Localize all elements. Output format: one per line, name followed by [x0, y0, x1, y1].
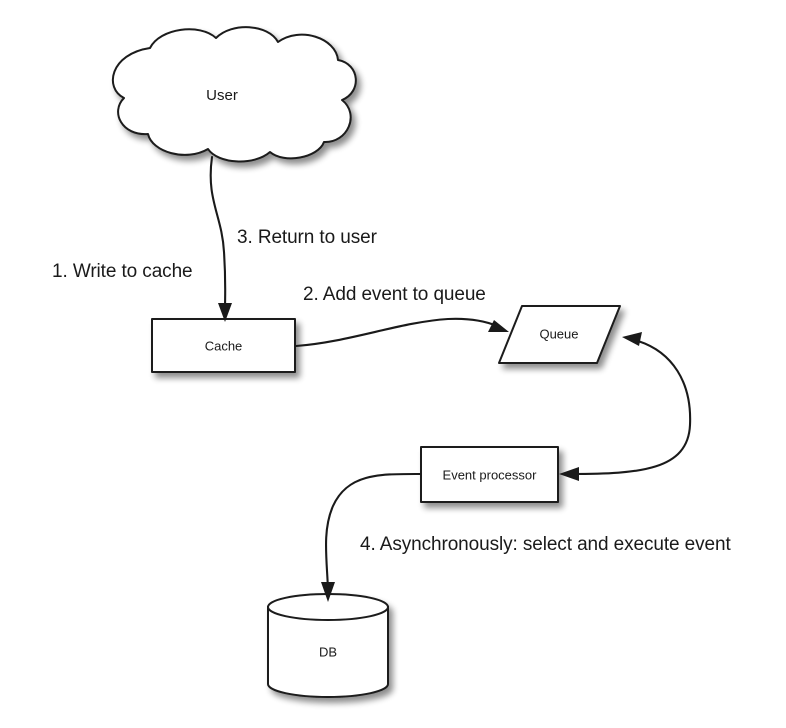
edge-user-to-cache [209, 155, 232, 322]
edge-event-processor-to-queue [559, 332, 692, 481]
event-processor-shape [420, 446, 559, 503]
node-cache-label: Cache [205, 338, 243, 353]
cache-shape [151, 318, 296, 373]
db-cylinder-body [267, 606, 389, 698]
edge-cache-to-queue [294, 317, 509, 348]
edge-label-step-2: 2. Add event to queue [303, 284, 486, 305]
edge-event-processor-to-queue-line [569, 339, 692, 476]
edge-label-step-3: 3. Return to user [237, 227, 377, 248]
queue-shape [498, 305, 621, 364]
edge-event-processor-to-db [321, 472, 422, 602]
node-event-processor[interactable] [420, 446, 559, 503]
node-db-label: DB [319, 644, 337, 659]
edge-user-to-cache-line [209, 155, 227, 313]
edge-event-processor-to-queue-arrowhead [622, 332, 642, 346]
node-db[interactable] [267, 593, 389, 698]
edge-user-to-cache-arrowhead [218, 303, 232, 322]
edge-event-processor-to-db-arrowhead [321, 582, 335, 602]
edge-label-step-4: 4. Asynchronously: select and execute ev… [360, 534, 731, 555]
node-queue-label: Queue [539, 326, 578, 341]
node-event-processor-label: Event processor [443, 467, 538, 482]
node-user-label: User [206, 87, 238, 104]
node-queue[interactable] [498, 305, 621, 364]
edge-label-step-1: 1. Write to cache [52, 261, 193, 282]
node-user[interactable] [111, 26, 357, 163]
edge-cache-to-queue-line [294, 317, 499, 348]
node-cache[interactable] [151, 318, 296, 373]
cloud-shape [111, 26, 357, 163]
edge-cache-to-queue-arrowhead [488, 320, 509, 332]
edge-event-processor-to-db-line [324, 472, 422, 592]
edge-queue-loop-arrowhead-left [559, 467, 579, 481]
